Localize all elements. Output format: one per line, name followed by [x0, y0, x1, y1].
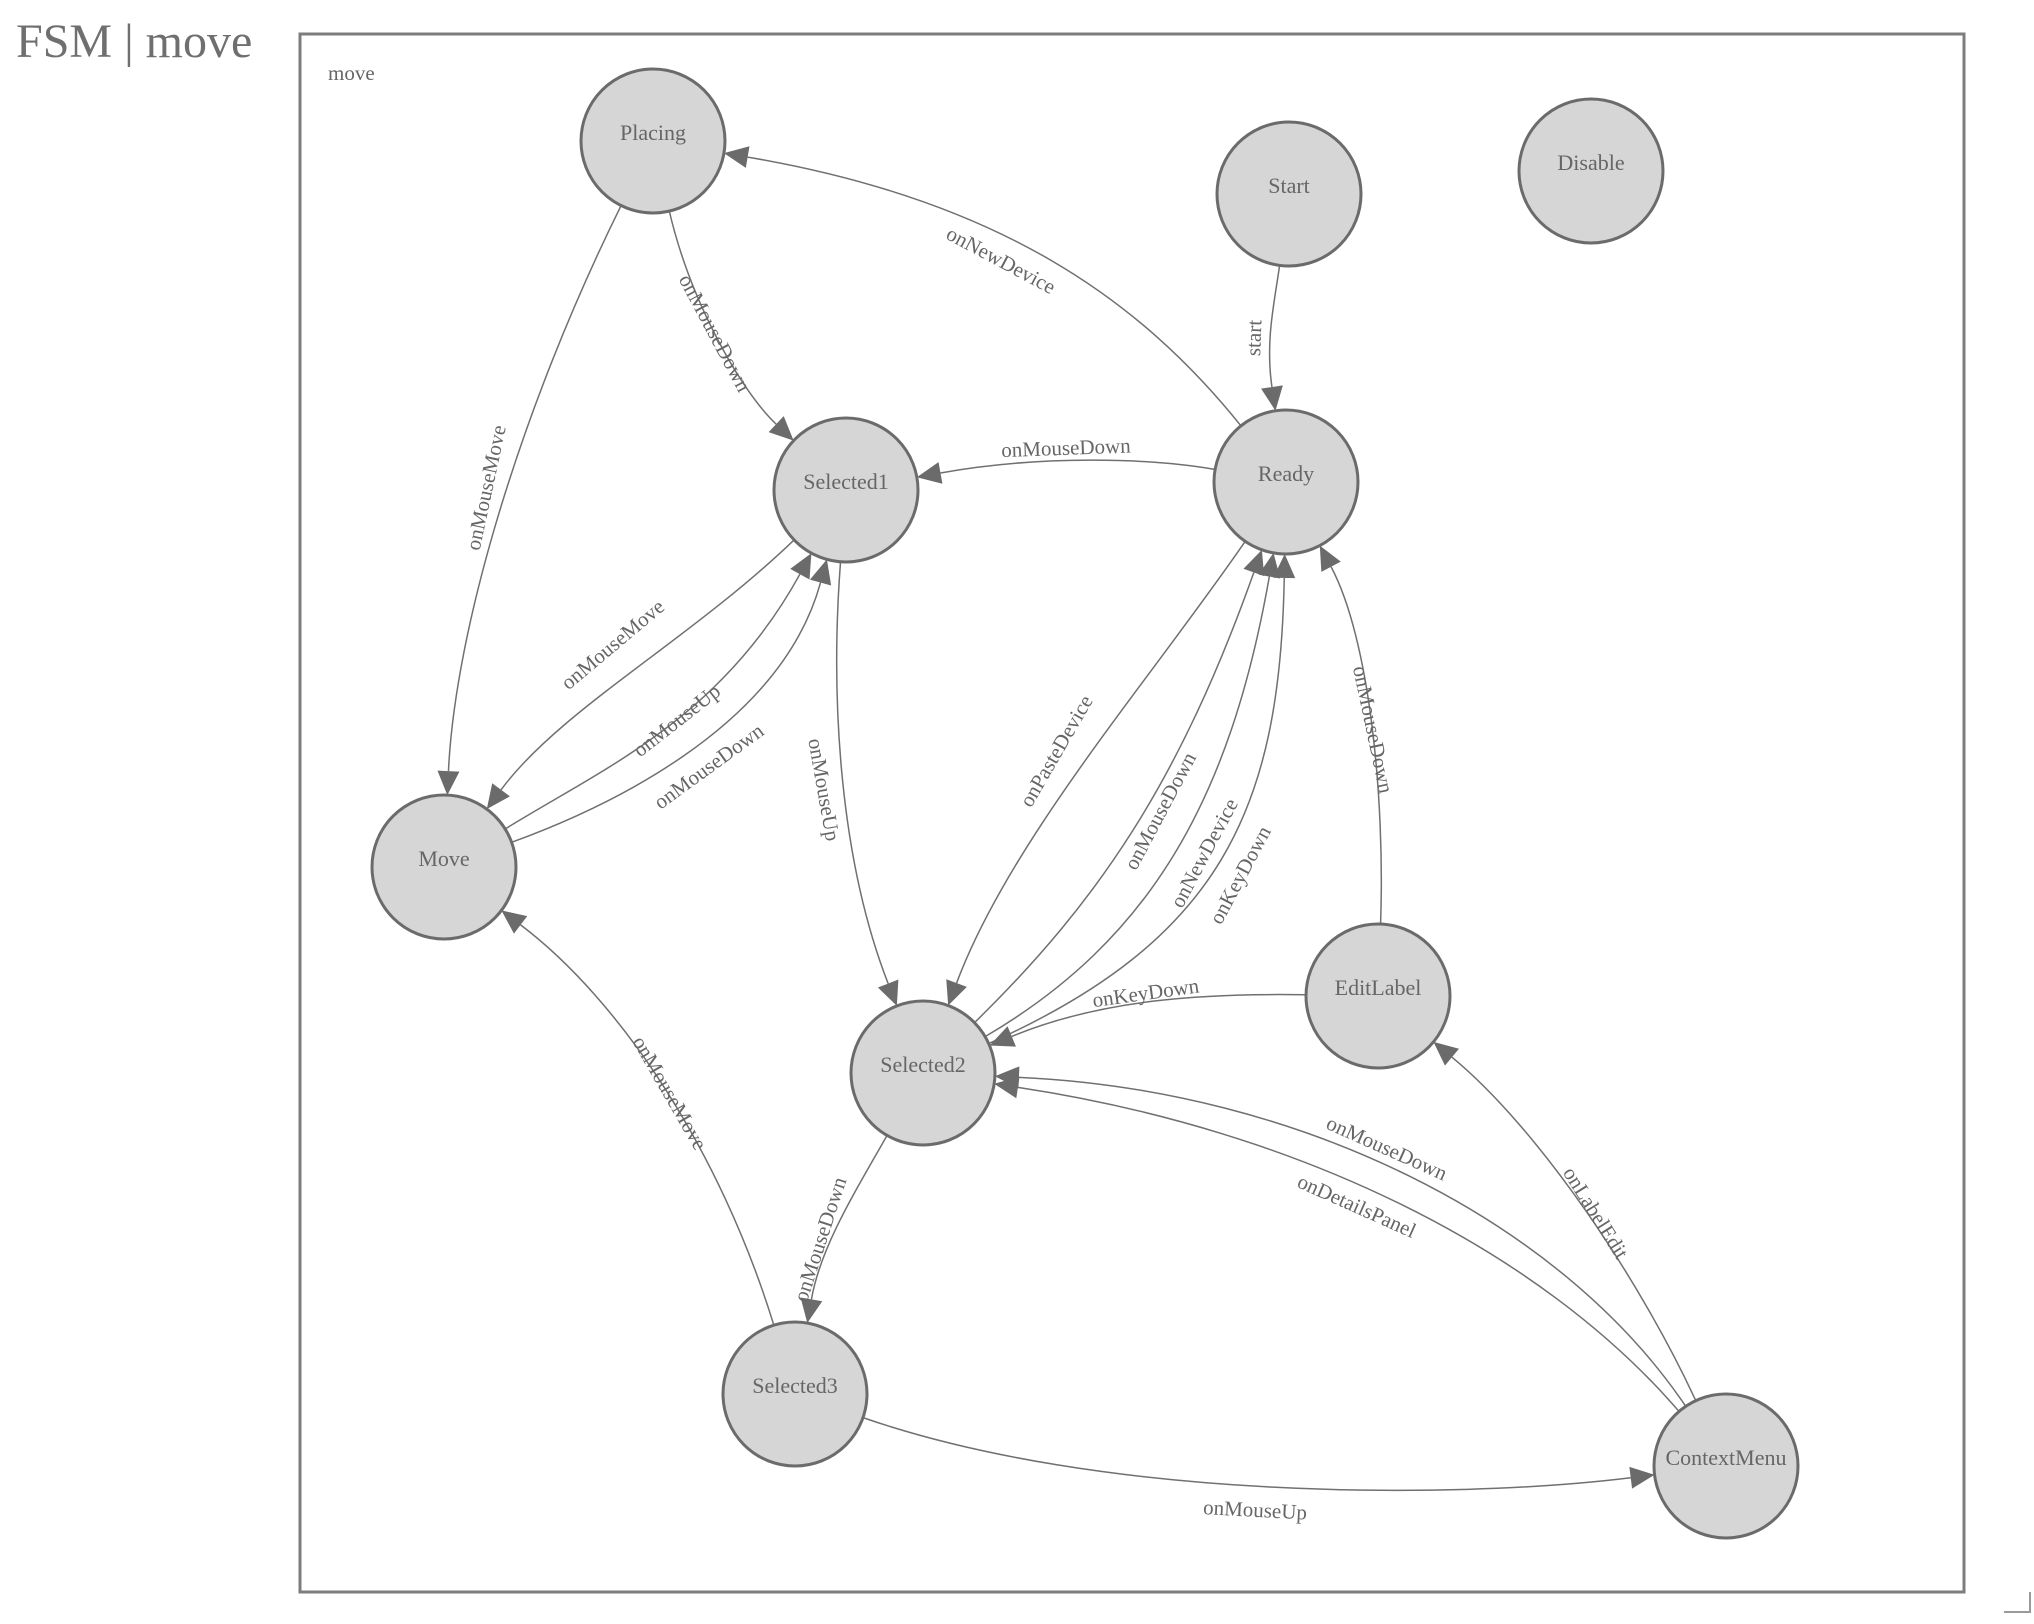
transition-edge [973, 572, 1255, 1024]
state-circle[interactable] [1304, 922, 1452, 1070]
transition-edge [1268, 265, 1281, 388]
state-label: Selected1 [803, 469, 889, 494]
transition-edge [1330, 566, 1383, 925]
transition-label: onMouseUp [1203, 1495, 1308, 1524]
state-label: Start [1268, 173, 1310, 198]
state-circle[interactable] [1517, 97, 1665, 245]
transition-edge [955, 540, 1246, 984]
state-node-disable[interactable]: Disable [1517, 97, 1665, 245]
state-node-editlabel[interactable]: EditLabel [1304, 922, 1452, 1070]
transition-edge [504, 573, 801, 830]
diagram-frame [298, 32, 1966, 1594]
state-label: EditLabel [1335, 975, 1422, 1000]
state-node-move[interactable]: Move [370, 793, 518, 941]
transition-edge [984, 576, 1271, 1038]
arrowhead-icon [809, 559, 832, 586]
state-circle[interactable] [1652, 1392, 1800, 1540]
arrowhead-icon [989, 1026, 1016, 1047]
transition-edge [988, 577, 1285, 1045]
panel-label: move [328, 61, 375, 85]
transition-edge [1451, 1056, 1697, 1401]
arrowhead-icon [1629, 1466, 1655, 1489]
transition-edge [835, 561, 889, 984]
state-circle[interactable] [1215, 120, 1363, 268]
arrowhead-icon [501, 910, 528, 934]
transition-edge [810, 1135, 888, 1300]
transition-edge [447, 205, 622, 772]
arrowhead-icon [877, 979, 899, 1006]
state-circle[interactable] [370, 793, 518, 941]
state-node-selected2[interactable]: Selected2 [849, 999, 997, 1147]
arrowhead-icon [1433, 1041, 1459, 1066]
transition-edge [1018, 1076, 1687, 1407]
resize-corner-icon [2004, 1592, 2031, 1613]
arrowhead-icon [800, 1297, 823, 1324]
arrowhead-icon [1243, 549, 1265, 577]
transition-edge [862, 1416, 1631, 1492]
state-node-start[interactable]: Start [1215, 120, 1363, 268]
state-node-selected1[interactable]: Selected1 [772, 416, 920, 564]
state-circle[interactable] [772, 416, 920, 564]
state-label: Disable [1557, 150, 1624, 175]
transition-edge [511, 582, 822, 843]
transition-edge [520, 924, 775, 1326]
state-label: Move [418, 846, 469, 871]
transition-t_start: start [1241, 265, 1283, 411]
arrowhead-icon [790, 553, 812, 580]
transition-edge [940, 459, 1216, 474]
transition-edge [1011, 993, 1307, 1038]
arrowhead-icon [946, 979, 967, 1006]
state-node-selected3[interactable]: Selected3 [721, 1320, 869, 1468]
transition-edge [668, 210, 777, 425]
page-title: FSM | move [16, 15, 253, 68]
arrowhead-icon [1319, 545, 1341, 572]
state-node-ready[interactable]: Ready [1212, 408, 1360, 556]
arrowhead-icon [437, 770, 460, 796]
transition-edge [500, 539, 795, 791]
state-circle[interactable] [721, 1320, 869, 1468]
transition-label: start [1241, 319, 1266, 356]
arrowhead-icon [1261, 385, 1283, 411]
state-label: Ready [1258, 461, 1314, 486]
arrowhead-icon [486, 783, 510, 810]
transition-label: onMouseDown [1001, 434, 1132, 463]
arrowhead-icon [1258, 552, 1281, 579]
transition-edge [747, 156, 1242, 427]
arrowhead-icon [768, 416, 794, 441]
state-circle[interactable] [579, 67, 727, 215]
transition-t_ready_sel1: onMouseDown [916, 434, 1216, 484]
arrowhead-icon [723, 146, 750, 168]
arrowhead-icon [1273, 553, 1296, 579]
state-node-placing[interactable]: Placing [579, 67, 727, 215]
state-label: ContextMenu [1666, 1445, 1787, 1470]
arrowhead-icon [994, 1076, 1020, 1099]
state-label: Placing [620, 120, 686, 145]
state-circle[interactable] [849, 999, 997, 1147]
state-label: Selected2 [880, 1052, 966, 1077]
arrowhead-icon [916, 462, 943, 484]
transition-edge [1017, 1086, 1680, 1412]
transition-t_sel3_ctx: onMouseUp [862, 1416, 1655, 1525]
state-node-contextmenu[interactable]: ContextMenu [1652, 1392, 1800, 1540]
state-circle[interactable] [1212, 408, 1360, 556]
state-label: Selected3 [752, 1373, 838, 1398]
